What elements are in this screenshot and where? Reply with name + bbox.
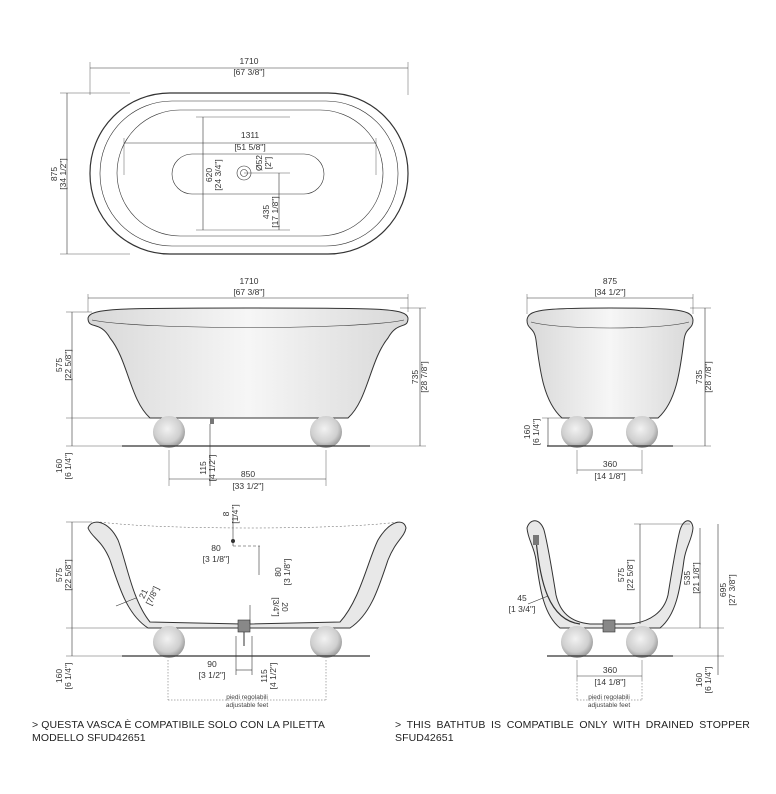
- side-total-height: 735: [694, 370, 704, 384]
- section-wall: 21: [137, 587, 150, 600]
- drain-fitting-front: [237, 619, 251, 633]
- tub-shell-front: [87, 307, 409, 419]
- side-section-outer-height: 535: [682, 571, 692, 585]
- section-body-height-in: [22 5/8"]: [63, 559, 73, 590]
- rim-line-front: [91, 319, 405, 328]
- top-length: 1710: [240, 56, 259, 66]
- foot-left-side-section: [561, 626, 593, 658]
- tub-outline-inner: [116, 109, 384, 237]
- top-width-in: [34 1/2"]: [58, 158, 68, 189]
- foot-right-side: [626, 416, 658, 448]
- section-overflow-y: 80: [273, 567, 283, 577]
- top-inner-length-in: [51 5/8"]: [234, 142, 265, 152]
- front-drain-height: 115: [198, 461, 208, 475]
- front-total-height: 735: [410, 370, 420, 384]
- side-section-feet-spacing-in: [14 1/8"]: [594, 677, 625, 687]
- compatibility-note-english: > THIS BATHTUB IS COMPATIBLE ONLY WITH D…: [395, 719, 750, 744]
- section-bottom-in: [3/4"]: [271, 597, 281, 617]
- side-feet-spacing-in: [14 1/8"]: [594, 471, 625, 481]
- feet-label-en-front: adjustable feet: [226, 702, 268, 709]
- section-overflow-x: 80: [211, 543, 221, 553]
- section-bottom: 20: [280, 602, 290, 612]
- side-section-feet-height: 160: [694, 673, 704, 687]
- top-drain-offset-in: [17 1/8"]: [270, 196, 280, 227]
- side-section-inner-height: 575: [616, 568, 626, 582]
- feet-label-it-side: piedi regolabili: [588, 694, 630, 701]
- side-section-total-height-in: [27 3/8"]: [727, 574, 737, 605]
- section-wall-in: [7/8"]: [144, 585, 161, 607]
- side-feet-height: 160: [522, 425, 532, 439]
- front-drain-height-in: [4 1/2"]: [207, 455, 217, 482]
- section-drain-height-in: [4 1/2"]: [268, 663, 278, 690]
- front-feet-height-in: [6 1/4"]: [63, 453, 73, 480]
- section-side: [526, 520, 724, 701]
- feet-label-it-front: piedi regolabili: [226, 694, 268, 701]
- side-feet-spacing: 360: [603, 459, 617, 469]
- side-section-total-height: 695: [718, 583, 728, 597]
- side-section-outer-height-in: [21 1/8"]: [691, 562, 701, 593]
- side-total-height-in: [28 7/8"]: [703, 361, 713, 392]
- feet-label-en-side: adjustable feet: [588, 702, 630, 709]
- section-body-height: 575: [54, 568, 64, 582]
- side-width-in: [34 1/2"]: [594, 287, 625, 297]
- foot-right-front: [310, 416, 342, 448]
- foot-right-side-section: [626, 626, 658, 658]
- side-feet-height-in: [6 1/4"]: [531, 419, 541, 446]
- top-drain-offset: 435: [261, 205, 271, 219]
- top-drain-diameter: Ø52: [254, 155, 264, 171]
- top-inner-width-in: [24 3/4"]: [213, 159, 223, 190]
- side-section-angle: 45: [517, 593, 527, 603]
- front-feet-spacing: 850: [241, 469, 255, 479]
- front-view: [66, 294, 426, 486]
- side-section-feet-spacing: 360: [603, 665, 617, 675]
- section-front: [66, 514, 407, 701]
- section-drain-height: 115: [259, 669, 269, 683]
- top-width: 875: [49, 167, 59, 181]
- overflow-hose: [535, 539, 581, 625]
- section-rim-in: [1/4"]: [230, 504, 240, 524]
- foot-left-section: [153, 626, 185, 658]
- front-length-in: [67 3/8"]: [233, 287, 264, 297]
- front-body-height-in: [22 5/8"]: [63, 349, 73, 380]
- tub-shell-side: [526, 307, 694, 419]
- front-body-height: 575: [54, 358, 64, 372]
- top-inner-length: 1311: [241, 130, 260, 140]
- section-drain-x-in: [3 1/2"]: [199, 670, 226, 680]
- tub-section-front: [87, 521, 407, 629]
- section-rim: 8: [221, 511, 231, 516]
- section-feet-height-in: [6 1/4"]: [63, 663, 73, 690]
- foot-left-side: [561, 416, 593, 448]
- foot-right-section: [310, 626, 342, 658]
- section-overflow-x-in: [3 1/8"]: [203, 554, 230, 564]
- top-view: [60, 62, 409, 255]
- front-feet-height: 160: [54, 459, 64, 473]
- foot-left-front: [153, 416, 185, 448]
- front-total-height-in: [28 7/8"]: [419, 361, 429, 392]
- front-length: 1710: [240, 276, 259, 286]
- section-drain-x: 90: [207, 659, 217, 669]
- tub-outline-rim: [99, 100, 399, 247]
- side-view: [526, 294, 711, 474]
- side-section-angle-in: [1 3/4"]: [509, 604, 536, 614]
- side-width: 875: [603, 276, 617, 286]
- drain-fitting-side: [602, 619, 616, 633]
- front-feet-spacing-in: [33 1/2"]: [232, 481, 263, 491]
- top-inner-width: 620: [204, 168, 214, 182]
- top-drain-diameter-in: [2"]: [263, 157, 273, 169]
- section-overflow-y-in: [3 1/8"]: [282, 559, 292, 586]
- tub-outline-outer: [89, 92, 409, 255]
- side-section-inner-height-in: [22 5/8"]: [625, 559, 635, 590]
- compatibility-note-italian: > QUESTA VASCA È COMPATIBILE SOLO CON LA…: [32, 719, 325, 744]
- tub-section-side: [526, 520, 694, 629]
- rim-line-side: [530, 321, 690, 329]
- side-section-feet-height-in: [6 1/4"]: [703, 667, 713, 694]
- top-length-in: [67 3/8"]: [233, 67, 264, 77]
- section-feet-height: 160: [54, 669, 64, 683]
- tub-basin-bottom: [171, 153, 325, 195]
